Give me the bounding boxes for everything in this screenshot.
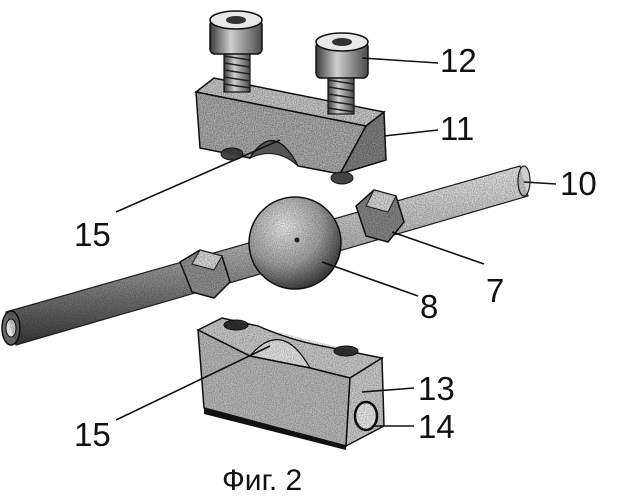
label-13: 13 xyxy=(418,370,455,407)
leader-7 xyxy=(392,232,484,264)
label-7: 7 xyxy=(486,272,504,309)
lower-clamp xyxy=(198,318,384,450)
ball xyxy=(249,197,341,289)
label-14: 14 xyxy=(418,408,455,445)
label-8: 8 xyxy=(420,288,438,325)
label-15-upper: 15 xyxy=(74,216,111,253)
figure-caption: Фиг. 2 xyxy=(222,464,302,497)
leader-11 xyxy=(384,130,438,136)
leader-15-upper xyxy=(116,140,280,212)
label-11: 11 xyxy=(440,110,474,147)
leader-12 xyxy=(362,58,438,63)
label-12: 12 xyxy=(440,42,477,79)
label-15-lower: 15 xyxy=(74,416,111,453)
upper-clamp xyxy=(196,78,386,184)
leader-8 xyxy=(322,262,418,296)
label-10: 10 xyxy=(560,165,597,202)
